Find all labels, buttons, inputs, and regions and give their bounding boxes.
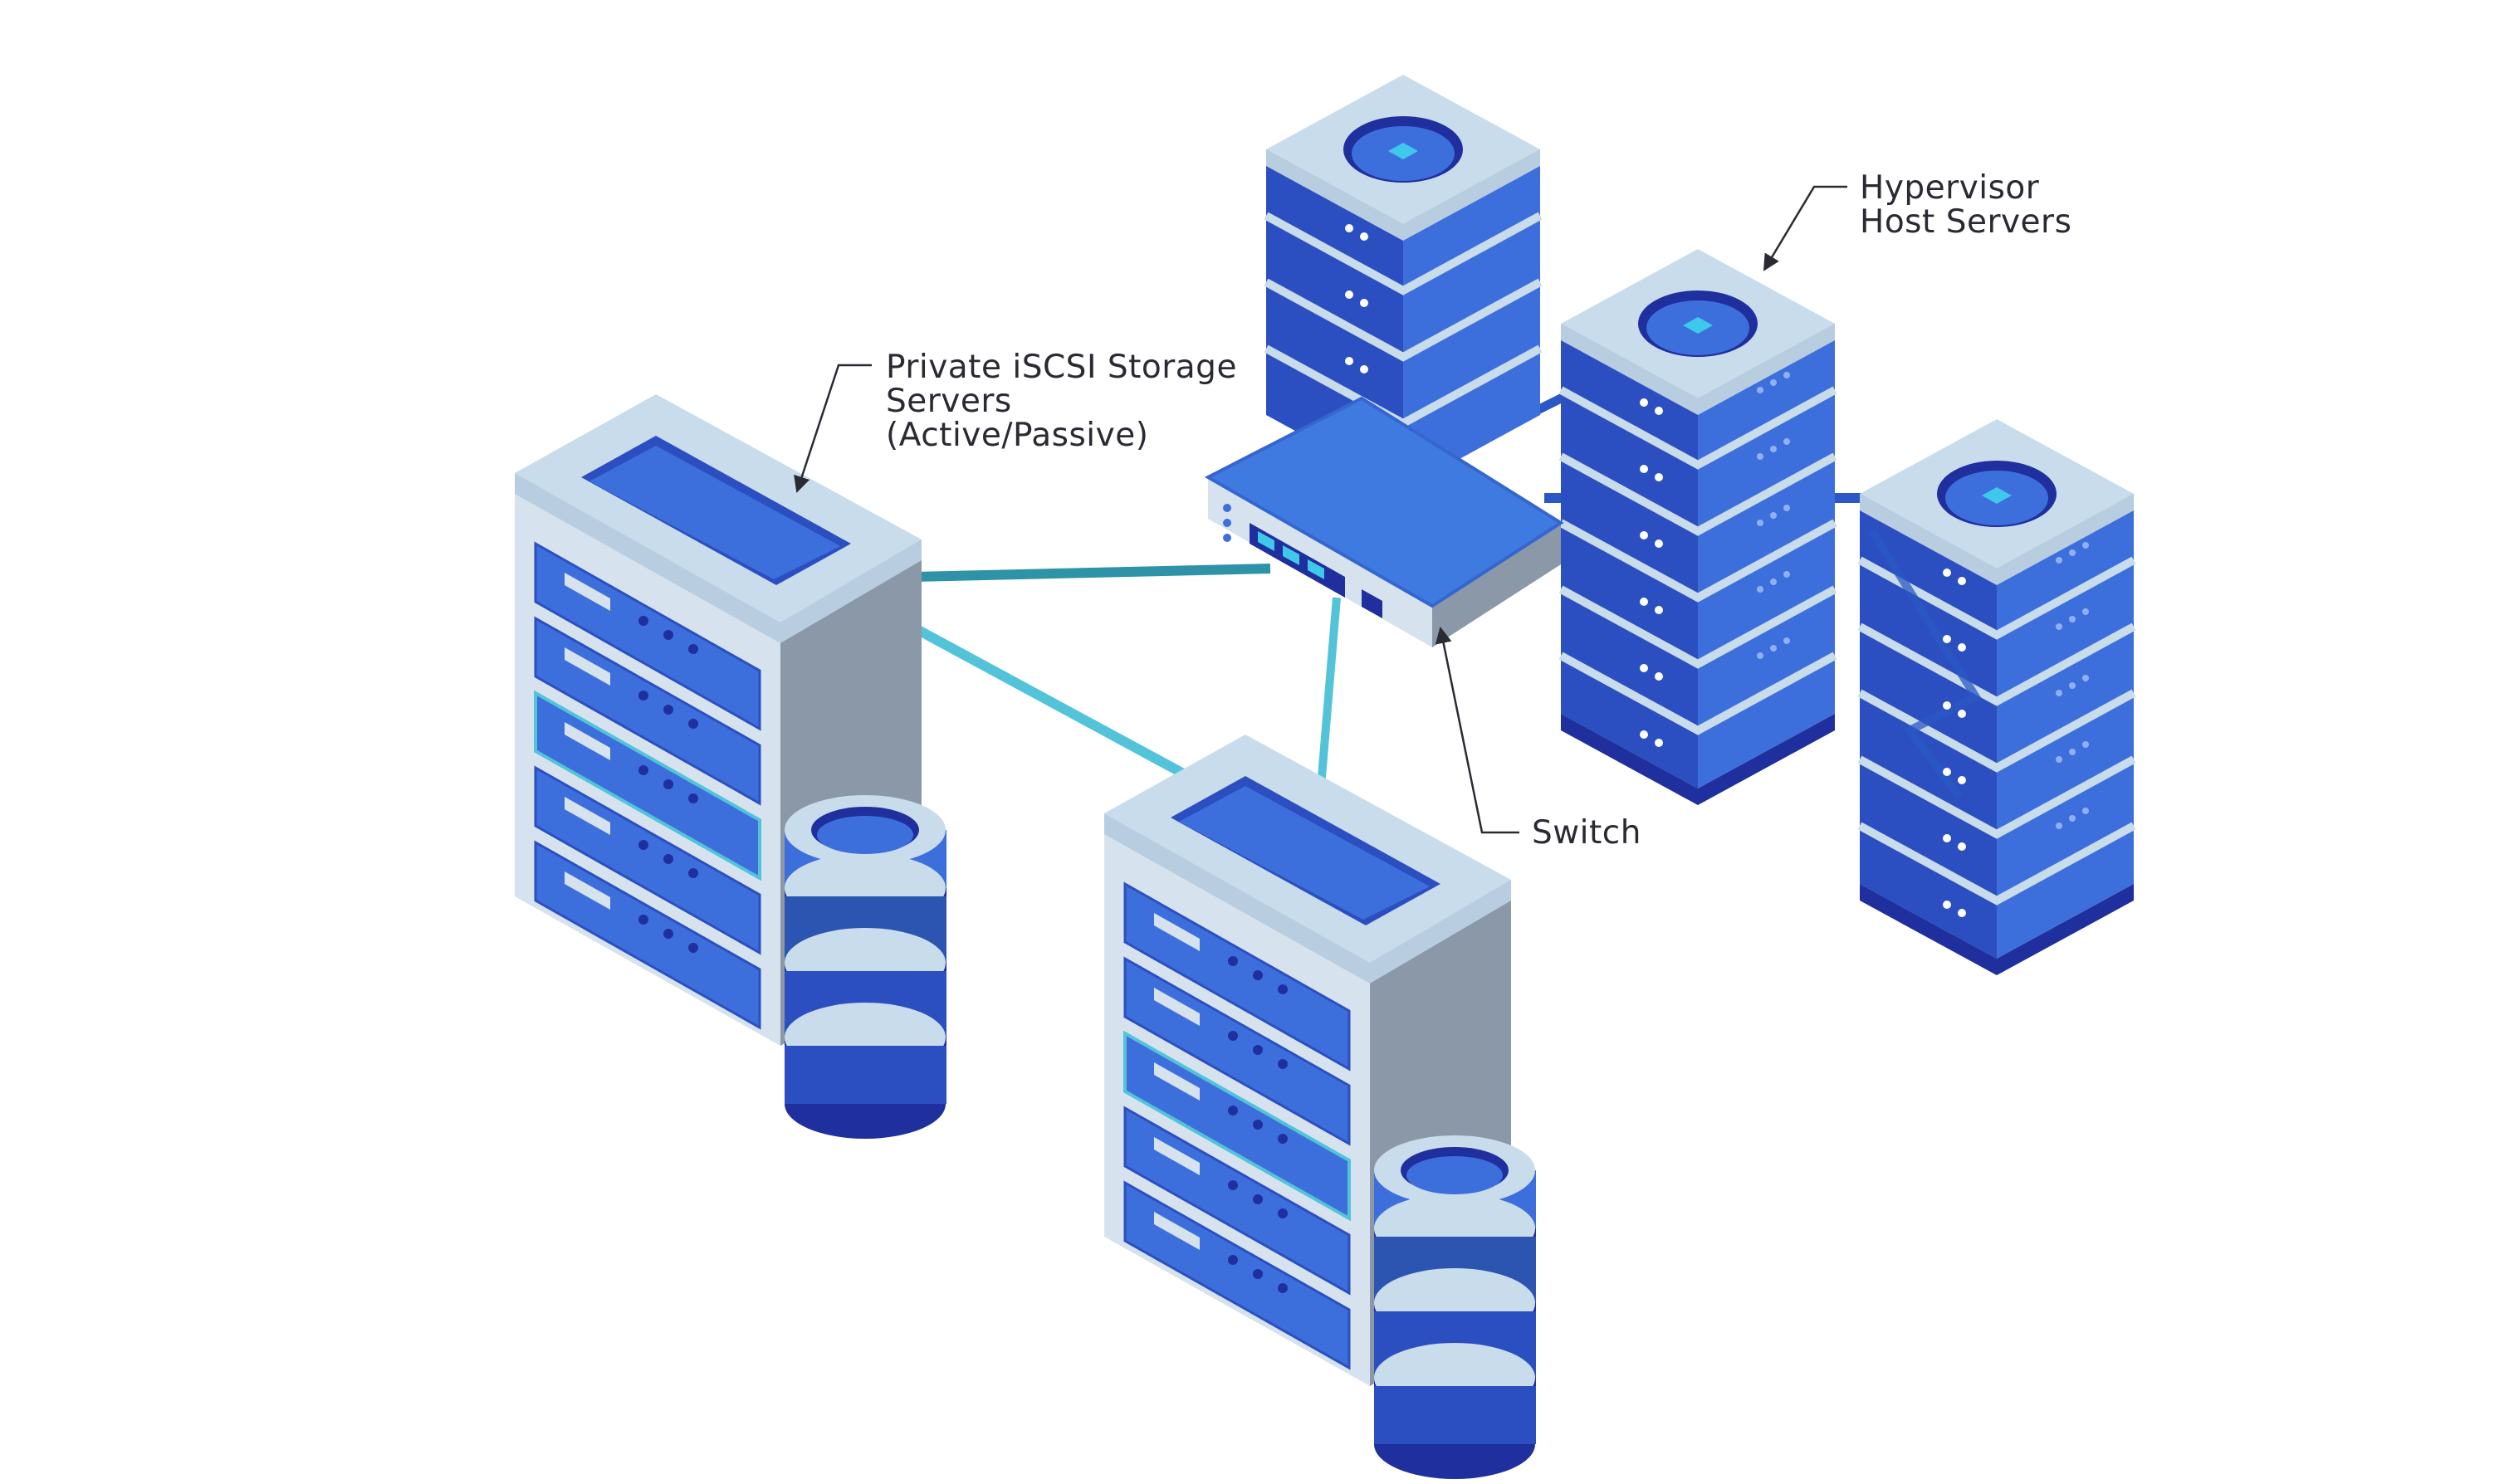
database-cylinder-b bbox=[1374, 1135, 1536, 1479]
switch-leader-line bbox=[1435, 627, 1519, 834]
cable-storage-a-to-storage-b bbox=[894, 613, 1198, 785]
hypervisor-label-line-1: Hypervisor bbox=[1860, 169, 2040, 207]
hypervisor-host-server-c bbox=[1857, 419, 2136, 975]
switch-label-text: Switch bbox=[1532, 814, 1641, 852]
switch-label: Switch bbox=[1532, 816, 1641, 850]
cables-front bbox=[894, 564, 1271, 785]
switch-ports bbox=[1223, 504, 1382, 618]
hypervisor-hosts-label: Hypervisor Host Servers bbox=[1860, 171, 2071, 239]
cable-storage-a-to-switch bbox=[912, 564, 1271, 582]
iscsi-storage-server-a bbox=[515, 394, 922, 1046]
leader-lines bbox=[794, 185, 1847, 834]
hypervisor-host-server-b bbox=[1558, 249, 1837, 805]
database-cylinder-a bbox=[785, 795, 946, 1139]
storage-b-drive-units bbox=[1123, 881, 1351, 1370]
hypervisor-leader-line bbox=[1763, 185, 1847, 271]
cable-switch-to-storage-b bbox=[1316, 597, 1341, 798]
storage-label-line-2: Servers bbox=[886, 383, 1012, 420]
network-switch bbox=[1204, 396, 1564, 647]
storage-label-line-1: Private iSCSI Storage bbox=[886, 349, 1237, 386]
hypervisor-label-line-2: Host Servers bbox=[1860, 203, 2072, 241]
storage-leader-line bbox=[794, 364, 872, 493]
storage-label-line-3: (Active/Passive) bbox=[886, 417, 1149, 454]
storage-a-drive-units bbox=[534, 541, 761, 1030]
storage-servers-label: Private iSCSI Storage Servers (Active/Pa… bbox=[886, 350, 1237, 452]
